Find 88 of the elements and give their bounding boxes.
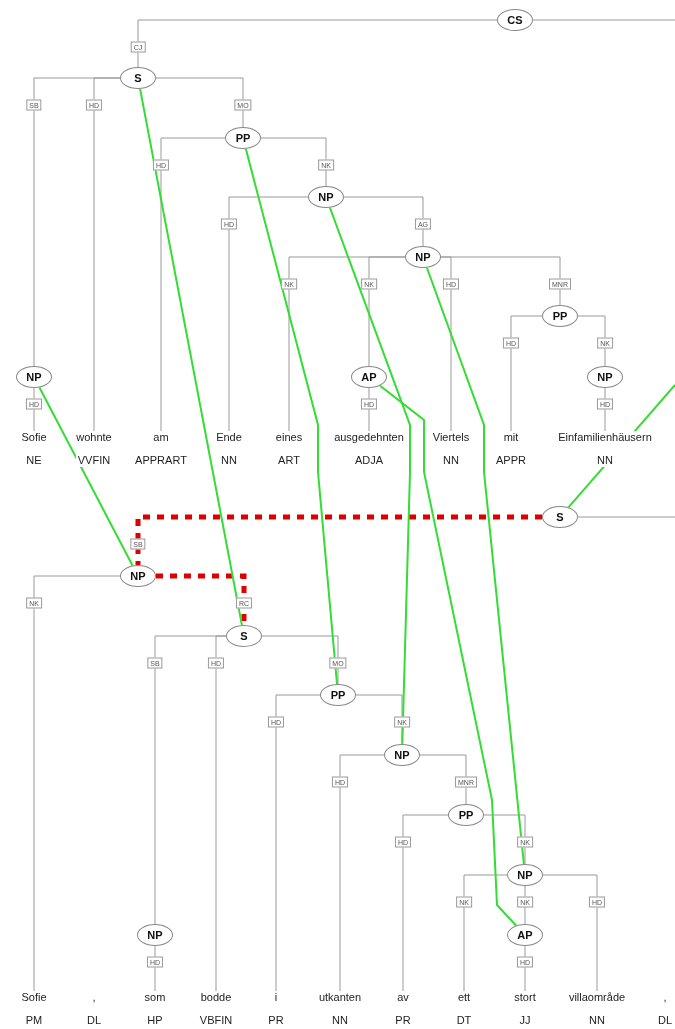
word-token: som xyxy=(144,991,166,1004)
tree-branch xyxy=(275,694,321,992)
phrase-ellipse: NP xyxy=(587,366,623,388)
alignment-line xyxy=(244,147,338,685)
tree-branch xyxy=(402,814,449,992)
word-token: utkanten xyxy=(318,991,362,1004)
alignment-line xyxy=(38,386,134,567)
phrase-ellipse: NP xyxy=(16,366,52,388)
tree-branch xyxy=(215,635,227,992)
phrase-ellipse: NP xyxy=(120,565,156,587)
word-token: stort xyxy=(514,991,536,1004)
phrase-ellipse: PP xyxy=(542,305,578,327)
word-token: villaområde xyxy=(568,991,626,1004)
word-token: eines xyxy=(275,431,303,444)
tree-branch xyxy=(339,754,385,992)
tree-branch xyxy=(577,315,606,367)
tree-branch xyxy=(137,19,498,68)
tree-branch xyxy=(155,77,244,128)
tree-branch xyxy=(510,315,543,432)
pos-tag: VBFIN xyxy=(199,1014,233,1027)
tree-branch xyxy=(440,256,561,306)
phrase-ellipse: AP xyxy=(507,924,543,946)
pos-tag: DL xyxy=(86,1014,102,1027)
phrase-ellipse: PP xyxy=(225,127,261,149)
phrase-ellipse: PP xyxy=(320,684,356,706)
pos-tag: JJ xyxy=(514,1014,536,1027)
pos-tag: APPR xyxy=(496,454,526,467)
pos-tag: NN xyxy=(558,454,652,467)
pos-tag: NE xyxy=(21,454,47,467)
word-token: wohnte xyxy=(76,431,112,444)
tree-branch xyxy=(343,196,424,247)
phrase-ellipse: S xyxy=(226,625,262,647)
word-token: av xyxy=(396,991,410,1004)
pos-tag: HP xyxy=(144,1014,166,1027)
pos-tag: NN xyxy=(216,454,242,467)
phrase-ellipse: NP xyxy=(507,864,543,886)
alignment-line xyxy=(425,266,525,865)
alignment-line xyxy=(328,206,411,745)
pos-tag: ART xyxy=(275,454,303,467)
word-token: , xyxy=(662,991,668,1004)
phrase-ellipse: S xyxy=(120,67,156,89)
word-token: Sofie xyxy=(21,991,47,1004)
phrase-ellipse: NP xyxy=(405,246,441,268)
tree-branch xyxy=(542,874,598,992)
pos-tag: VVFIN xyxy=(76,454,112,467)
tree-branch xyxy=(228,196,309,432)
tree-branch xyxy=(160,137,226,432)
phrase-ellipse: PP xyxy=(448,804,484,826)
phrase-ellipse: AP xyxy=(351,366,387,388)
word-token: i xyxy=(273,991,279,1004)
pos-tag: NN xyxy=(568,1014,626,1027)
pos-tag: PR xyxy=(395,1014,411,1027)
pos-tag: NN xyxy=(318,1014,362,1027)
tree-branch xyxy=(260,137,327,187)
phrase-ellipse: CS xyxy=(497,9,533,31)
alignment-line xyxy=(139,87,243,627)
alignment-line xyxy=(135,514,542,565)
tree-branch xyxy=(93,77,121,432)
tree-branch xyxy=(33,575,121,992)
tree-branch xyxy=(463,874,508,992)
pos-tag: NN xyxy=(432,454,470,467)
word-token: Ende xyxy=(216,431,242,444)
pos-tag: PR xyxy=(268,1014,284,1027)
word-token: Sofie xyxy=(21,431,47,444)
tree-branch xyxy=(577,516,675,518)
phrase-ellipse: NP xyxy=(308,186,344,208)
tree-branch xyxy=(368,256,406,367)
alignment-line xyxy=(379,384,518,927)
tree-branch xyxy=(261,635,339,685)
word-token: ett xyxy=(456,991,472,1004)
word-token: , xyxy=(91,991,97,1004)
word-token: bodde xyxy=(199,991,233,1004)
phrase-ellipse: NP xyxy=(137,924,173,946)
word-token: ausgedehnten xyxy=(334,431,404,444)
word-token: am xyxy=(152,431,170,444)
word-token: mit xyxy=(502,431,520,444)
word-token: Einfamilienhäusern xyxy=(558,431,652,444)
word-token: Viertels xyxy=(432,431,470,444)
tree-branch xyxy=(532,19,675,21)
phrase-ellipse: S xyxy=(542,506,578,528)
phrase-ellipse: NP xyxy=(384,744,420,766)
pos-tag: PM xyxy=(21,1014,47,1027)
tree-branch xyxy=(419,754,467,805)
pos-tag: APPRART xyxy=(135,454,187,467)
pos-tag: DT xyxy=(456,1014,472,1027)
pos-tag: DL xyxy=(657,1014,673,1027)
tree-branch xyxy=(483,814,526,865)
pos-tag: ADJA xyxy=(334,454,404,467)
